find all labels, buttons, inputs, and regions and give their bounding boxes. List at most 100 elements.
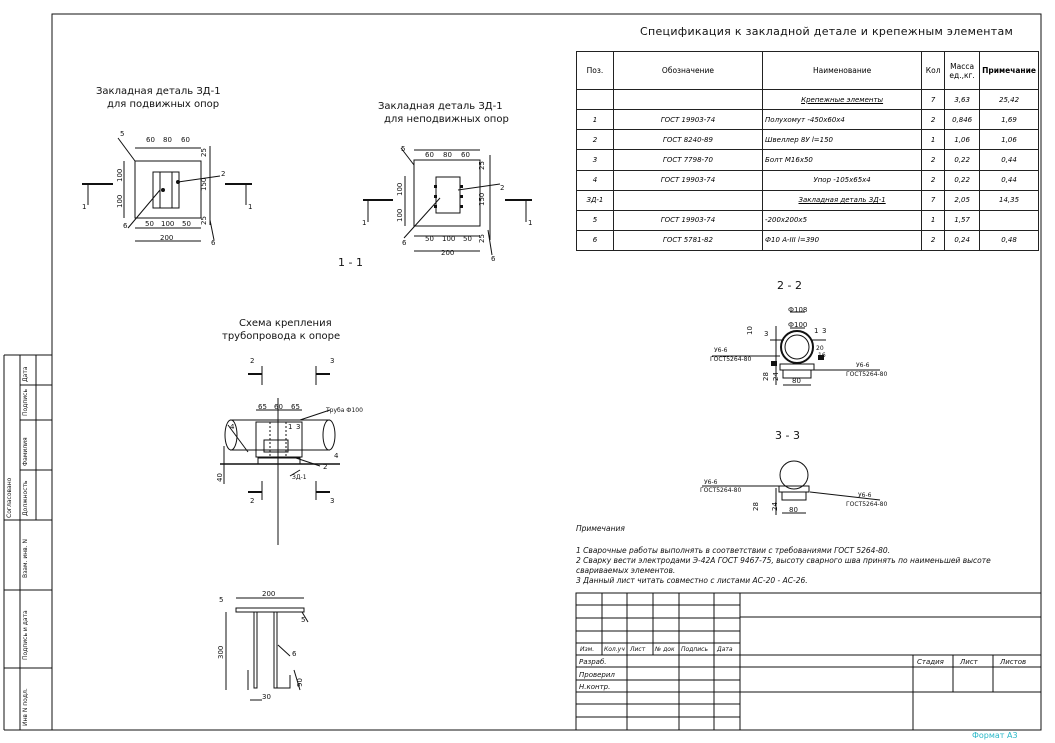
cell-pos: 5 xyxy=(576,209,614,231)
section-2-2-label: 2 - 2 xyxy=(777,279,802,292)
mark-label: 1 xyxy=(288,423,293,431)
zd-movable-title: Закладная деталь ЗД-1 xyxy=(96,86,221,97)
dim-label: 80 xyxy=(443,151,452,159)
stamp-col: № док xyxy=(655,646,675,653)
dim-label: 100 xyxy=(396,208,404,222)
mark-label: 1 xyxy=(814,327,819,335)
mark-label: 1 xyxy=(362,219,367,227)
weld-code: У6-6 xyxy=(714,347,728,354)
spec-col-pos: Поз. xyxy=(576,50,614,91)
spec-col-note: Примечание xyxy=(979,50,1039,91)
side-inv: Инв N подл. xyxy=(22,688,29,726)
cell-mass: 0,22 xyxy=(944,169,981,191)
mark-label: 5 xyxy=(401,145,406,153)
note-item: свариваемых элементов. xyxy=(576,566,676,575)
weld-code: У6-6 xyxy=(858,492,872,499)
weld-std: ГОСТ5264-80 xyxy=(846,501,888,508)
stamp-col: Лист xyxy=(630,646,646,653)
dim-label: 30 xyxy=(262,693,271,701)
spec-col-qty: Кол xyxy=(921,50,946,91)
section-3-3-label: 3 - 3 xyxy=(775,429,800,442)
cell-doc: ГОСТ 7798-70 xyxy=(612,149,764,171)
dim-label: 100 xyxy=(116,168,124,182)
dim-label: 28 xyxy=(762,372,770,381)
dim-label: 50 xyxy=(425,235,434,243)
cell-mass: 0,846 xyxy=(944,109,981,131)
weld-std: ГОСТ5264-80 xyxy=(710,356,752,363)
dim-label: 300 xyxy=(217,645,225,659)
mark-label: 1 xyxy=(248,203,253,211)
side-field: Подпись xyxy=(22,389,29,416)
side-field: Фамилия xyxy=(22,437,29,466)
dim-label: 90 xyxy=(296,678,304,687)
mark-label: 2 xyxy=(500,184,505,192)
cell-note: 0,44 xyxy=(979,169,1039,191)
cell-doc: ГОСТ 8240-89 xyxy=(612,129,764,151)
zd-fixed-subtitle: для неподвижных опор xyxy=(384,114,509,125)
dim-label: 50 xyxy=(463,235,472,243)
mark-label: 2 xyxy=(250,357,255,365)
dim-label: 200 xyxy=(262,590,276,598)
stamp-row: Проверил xyxy=(579,671,615,679)
mark-label: 3 xyxy=(296,423,301,431)
cell-qty: 1 xyxy=(921,129,946,151)
cell-qty: 7 xyxy=(921,189,946,211)
table-row: 5 ГОСТ 19903-74 -200х200х5 1 1,57 xyxy=(576,209,1039,231)
cell-doc: ГОСТ 19903-74 xyxy=(612,169,764,191)
dim-label: 150 xyxy=(200,177,208,191)
mark-label: 6 xyxy=(211,239,216,247)
mark-label: 6 xyxy=(491,255,496,263)
section-1-1-label: 1 - 1 xyxy=(338,256,363,269)
spec-col-mass: Масса ед.,кг. xyxy=(944,50,981,91)
pipe-label: Труба Ф100 xyxy=(326,407,363,414)
weld-code: У6-6 xyxy=(856,362,870,369)
cell-pos: ЗД-1 xyxy=(576,189,614,211)
mark-label: 1 xyxy=(528,219,533,227)
dim-label: 100 xyxy=(161,220,175,228)
spec-col-name: Наименование xyxy=(762,50,923,91)
mark-label: 4 xyxy=(334,452,339,460)
cell-qty: 2 xyxy=(921,109,946,131)
spec-table: Поз. Обозначение Наименование Кол Масса … xyxy=(576,50,1039,252)
dim-label: 80 xyxy=(792,377,801,385)
mark-label: 6 xyxy=(402,239,407,247)
cell-name: Болт М16х50 xyxy=(762,149,923,171)
cell-mass: 0,22 xyxy=(944,149,981,171)
mark-label: 6 xyxy=(292,650,297,658)
cell-doc: ГОСТ 5781-82 xyxy=(612,229,764,252)
cell-qty: 1 xyxy=(921,209,946,231)
cell-pos: 1 xyxy=(576,109,614,131)
cell-doc xyxy=(612,189,764,211)
cell-note: 0,48 xyxy=(979,229,1039,252)
dim-label: Ф108 xyxy=(788,306,808,314)
dim-label: 24 xyxy=(772,372,780,381)
table-row: 3 ГОСТ 7798-70 Болт М16х50 2 0,22 0,44 xyxy=(576,149,1039,171)
dim-label: 60 xyxy=(146,136,155,144)
cell-pos: 2 xyxy=(576,129,614,151)
cell-name: Швеллер 8У l=150 xyxy=(762,129,923,151)
dim-label: 60 xyxy=(181,136,190,144)
dim-label: 100 xyxy=(116,194,124,208)
zd-label: ЗД-1 xyxy=(292,474,307,481)
cell-name: -200х200х5 xyxy=(762,209,923,231)
dim-label: 20 xyxy=(816,345,824,352)
note-item: 3 Данный лист читать совместно с листами… xyxy=(576,576,808,585)
cell-pos: 4 xyxy=(576,169,614,191)
mark-label: 6 xyxy=(123,222,128,230)
cell-note: 1,06 xyxy=(979,129,1039,151)
side-field: Должность xyxy=(22,480,29,516)
stamp-col: Подпись xyxy=(681,646,708,653)
dim-label: 65 xyxy=(291,403,300,411)
cell-pos: 6 xyxy=(576,229,614,252)
format-label: Формат А3 xyxy=(972,731,1018,740)
cell-doc: ГОСТ 19903-74 xyxy=(612,109,764,131)
dim-label: 200 xyxy=(160,234,174,242)
cell-note: 1,69 xyxy=(979,109,1039,131)
dim-label: 16 xyxy=(818,352,826,359)
cell-qty: 7 xyxy=(921,89,946,111)
side-field: Дата xyxy=(22,366,29,382)
